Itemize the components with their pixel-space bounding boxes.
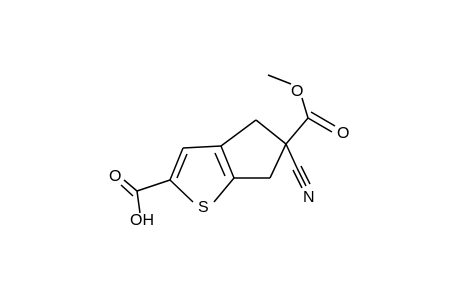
bond-triple-b	[292, 169, 303, 189]
bond-ccooh-oh	[136, 190, 141, 214]
bond-c6a-s	[213, 177, 235, 203]
hydroxyl-label: OH	[130, 212, 154, 229]
bond-cester-o-double-b	[310, 111, 336, 127]
bond-o-methyl	[267, 74, 292, 85]
bond-c3a-c6a	[220, 145, 235, 179]
acid-carbonyl-oxygen-label: O	[109, 168, 121, 185]
bond-c3a-c6a-inner	[214, 152, 226, 177]
bond-c2-ccooh	[136, 179, 171, 192]
bond-c5-c6	[269, 143, 287, 179]
bond-c3-c3a	[182, 145, 222, 149]
bond-triple-c	[300, 165, 311, 185]
bond-c3a-c4	[220, 119, 257, 147]
ester-oxygen-label: O	[291, 83, 303, 100]
bond-s-c2	[169, 179, 194, 203]
sulfur-atom-label: S	[198, 199, 209, 216]
bond-c2-c3-inner	[176, 153, 188, 179]
bond-c5-cester	[285, 117, 309, 145]
bond-triple-a	[296, 167, 307, 187]
bond-cester-o-single	[301, 97, 309, 119]
bond-c5-cn	[285, 143, 298, 169]
bond-cester-o-double-a	[307, 117, 333, 133]
bond-c2-c3	[169, 147, 184, 181]
bond-ccooh-o-double-b	[120, 184, 134, 197]
bond-c4-c5	[255, 119, 287, 145]
bond-ccooh-o-double-a	[123, 179, 138, 192]
nitrile-nitrogen-label: N	[303, 189, 315, 206]
ester-carbonyl-oxygen-label: O	[337, 125, 349, 142]
